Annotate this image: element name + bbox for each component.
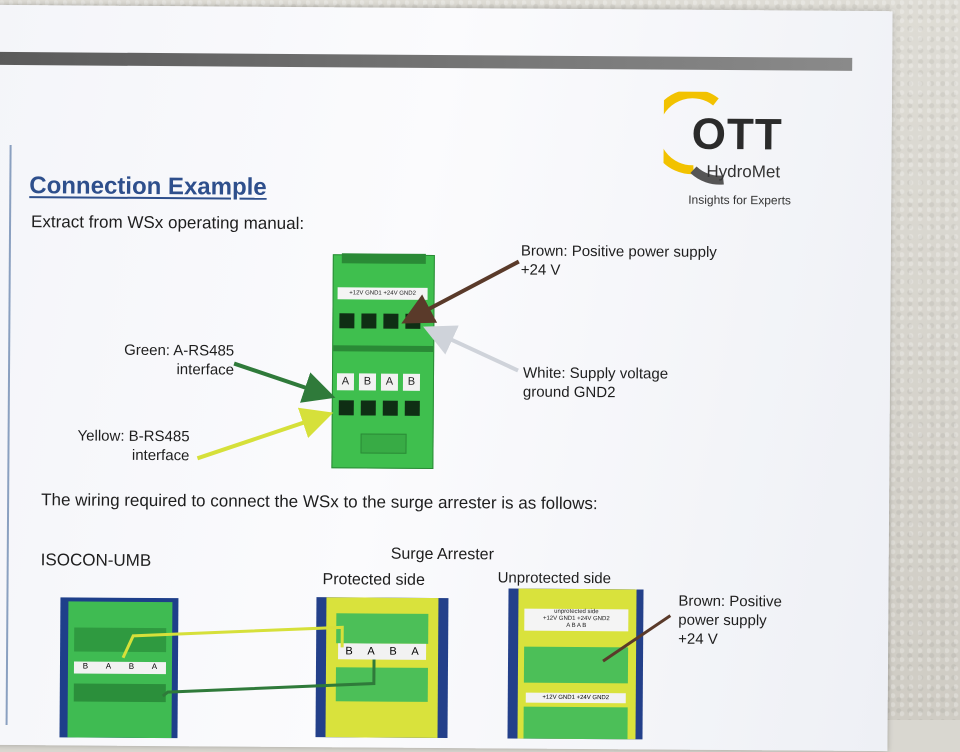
terminal-power-label: +12V GND1 +24V GND2 bbox=[337, 287, 428, 300]
terminal-letter: B bbox=[358, 373, 377, 391]
page-title: Connection Example bbox=[29, 172, 267, 201]
terminal-block: +12V GND1 +24V GND2 A B A B bbox=[331, 253, 435, 469]
unprotected-bottom-label: +12V GND1 +24V GND2 bbox=[525, 692, 626, 704]
unprotected-terminal-label: unprotected side +12V GND1 +24V GND2 A B… bbox=[524, 608, 629, 632]
isocon-label: ISOCON-UMB bbox=[40, 550, 152, 570]
terminal-letter: A bbox=[380, 373, 399, 391]
logo-sub: HydroMet bbox=[706, 161, 781, 182]
yellow-wire-arrow bbox=[196, 407, 334, 461]
yellow-wire-label: Yellow: B-RS485 interface bbox=[77, 427, 190, 465]
white-wire-arrow bbox=[423, 325, 519, 373]
terminal-slot bbox=[383, 313, 399, 329]
surge-arrester-label: Surge Arrester bbox=[390, 545, 494, 564]
ott-hydromet-logo: OTT HydroMet Insights for Experts bbox=[663, 91, 814, 213]
terminal-slot bbox=[405, 313, 421, 329]
unprotected-side-label: Unprotected side bbox=[497, 569, 612, 588]
terminal-slot bbox=[382, 400, 398, 416]
protected-letter-strip: B A B A bbox=[338, 643, 427, 660]
wiring-description: The wiring required to connect the WSx t… bbox=[41, 490, 598, 514]
green-wire-label: Green: A-RS485 interface bbox=[124, 341, 235, 379]
isocon-photo: B A B A bbox=[59, 597, 179, 739]
terminal-letter: A bbox=[336, 373, 355, 391]
logo-tagline: Insights for Experts bbox=[688, 192, 792, 208]
terminal-slot bbox=[360, 400, 376, 416]
terminal-slot bbox=[404, 400, 420, 416]
green-wire-arrow bbox=[233, 361, 336, 403]
protected-side-label: Protected side bbox=[322, 571, 425, 589]
terminal-slot bbox=[361, 313, 377, 329]
header-bar bbox=[0, 51, 853, 71]
brown-positive-label: Brown: Positive power supply +24 V bbox=[678, 592, 782, 648]
manual-page: OTT HydroMet Insights for Experts Connec… bbox=[0, 4, 893, 752]
unprotected-side-photo: unprotected side +12V GND1 +24V GND2 A B… bbox=[507, 588, 644, 740]
white-wire-label: White: Supply voltage ground GND2 bbox=[522, 364, 669, 402]
terminal-letter: B bbox=[402, 373, 421, 391]
terminal-slot bbox=[338, 400, 354, 416]
protected-side-photo: B A B A bbox=[315, 597, 449, 739]
left-margin-rule bbox=[5, 144, 12, 725]
terminal-slot bbox=[339, 313, 355, 329]
brown-wire-label: Brown: Positive power supply +24 V bbox=[520, 242, 717, 279]
isocon-letter-strip: B A B A bbox=[73, 661, 167, 675]
logo-arc-icon bbox=[663, 91, 724, 185]
subtitle: Extract from WSx operating manual: bbox=[31, 212, 305, 234]
logo-brand: OTT bbox=[691, 109, 783, 160]
